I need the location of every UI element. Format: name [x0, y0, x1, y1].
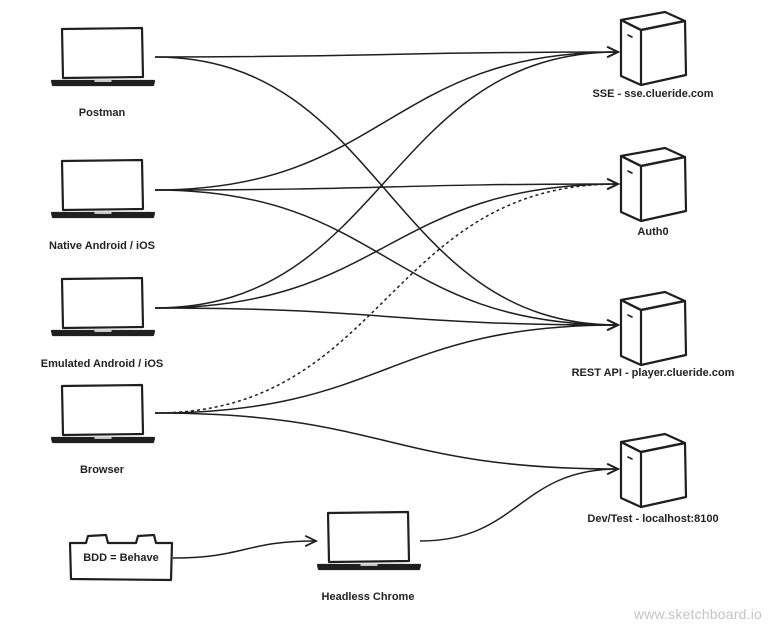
emulated-laptop-icon [50, 276, 156, 337]
browser-laptop-icon [50, 383, 156, 444]
edge-headless-to-devtest [419, 462, 621, 542]
bdd-label: BDD = Behave [83, 552, 159, 564]
headless-laptop-icon [316, 510, 422, 571]
edge-postman-to-sse [154, 45, 621, 59]
rest-server-icon [619, 290, 688, 367]
sse-server-icon [619, 10, 688, 87]
devtest-label: Dev/Test - localhost:8100 [587, 513, 719, 525]
edge-emulated-to-auth0 [154, 177, 621, 309]
devtest-server-icon [619, 432, 688, 509]
edge-native-to-sse [154, 45, 621, 191]
native-label: Native Android / iOS [49, 240, 155, 252]
diagram-nodes [50, 10, 688, 582]
watermark-text: www.sketchboard.io [633, 606, 762, 622]
postman-label: Postman [78, 107, 126, 119]
edge-browser-to-rest [154, 318, 621, 414]
browser-label: Browser [79, 464, 125, 476]
auth0-server-icon [619, 146, 688, 223]
postman-laptop-icon [50, 26, 156, 87]
edge-emulated-to-rest [154, 307, 621, 332]
edge-browser-to-devtest [154, 412, 621, 476]
native-laptop-icon [50, 158, 156, 219]
edge-postman-to-rest [154, 56, 621, 332]
edge-bdd-to-headless [172, 534, 319, 559]
sse-label: SSE - sse.clueride.com [592, 88, 714, 100]
bdd-script-box [68, 533, 174, 582]
emulated-label: Emulated Android / iOS [40, 358, 164, 370]
auth0-label: Auth0 [637, 226, 669, 238]
rest-label: REST API - player.clueride.com [571, 367, 735, 379]
edge-emulated-to-sse [154, 45, 621, 309]
connection-edges [154, 45, 621, 559]
headless-label: Headless Chrome [321, 591, 415, 603]
edge-browser-to-auth0 [154, 177, 621, 414]
